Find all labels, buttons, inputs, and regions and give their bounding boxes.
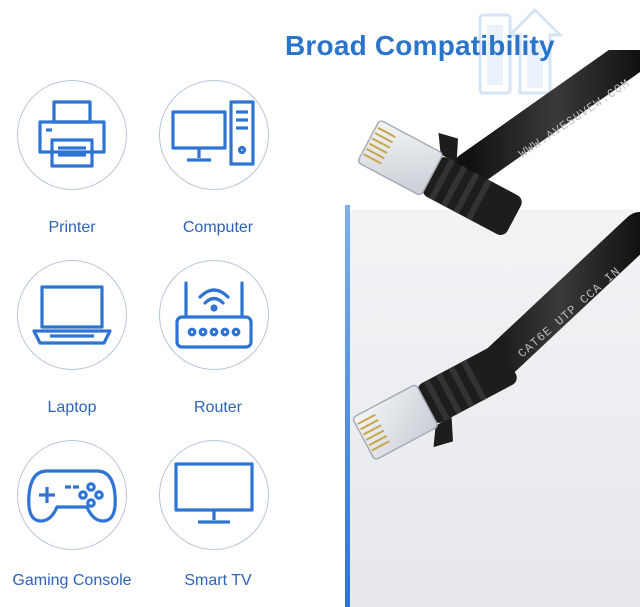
upper-rj45-connector (357, 120, 522, 235)
gamepad-icon (27, 469, 117, 523)
printer-circle (17, 80, 127, 190)
page-title: Broad Compatibility (285, 30, 555, 61)
device-label-printer: Printer (48, 219, 96, 236)
router-icon (175, 281, 253, 349)
device-label-gaming-console: Gaming Console (12, 572, 132, 589)
lower-cable (462, 212, 640, 398)
computer-circle (159, 80, 269, 190)
laptop-circle (17, 260, 127, 370)
upper-cable (452, 50, 640, 188)
lower-rj45-connector (352, 345, 517, 460)
wall-accent-edge (345, 205, 350, 607)
smart-tv-circle (159, 440, 269, 550)
device-label-router: Router (193, 399, 243, 416)
device-label-computer: Computer (182, 219, 254, 236)
laptop-icon (32, 285, 112, 345)
decorative-arrows-icon (478, 7, 564, 95)
tv-icon (174, 462, 254, 524)
device-label-laptop: Laptop (47, 399, 97, 416)
ethernet-cable-illustration: WWW.AVESUVEW.COM CAT6E UTP CCA IN (352, 50, 640, 460)
device-label-smart-tv: Smart TV (184, 572, 252, 589)
printer-icon (38, 100, 106, 168)
computer-icon (171, 100, 255, 166)
gaming-console-circle (17, 440, 127, 550)
router-circle (159, 260, 269, 370)
